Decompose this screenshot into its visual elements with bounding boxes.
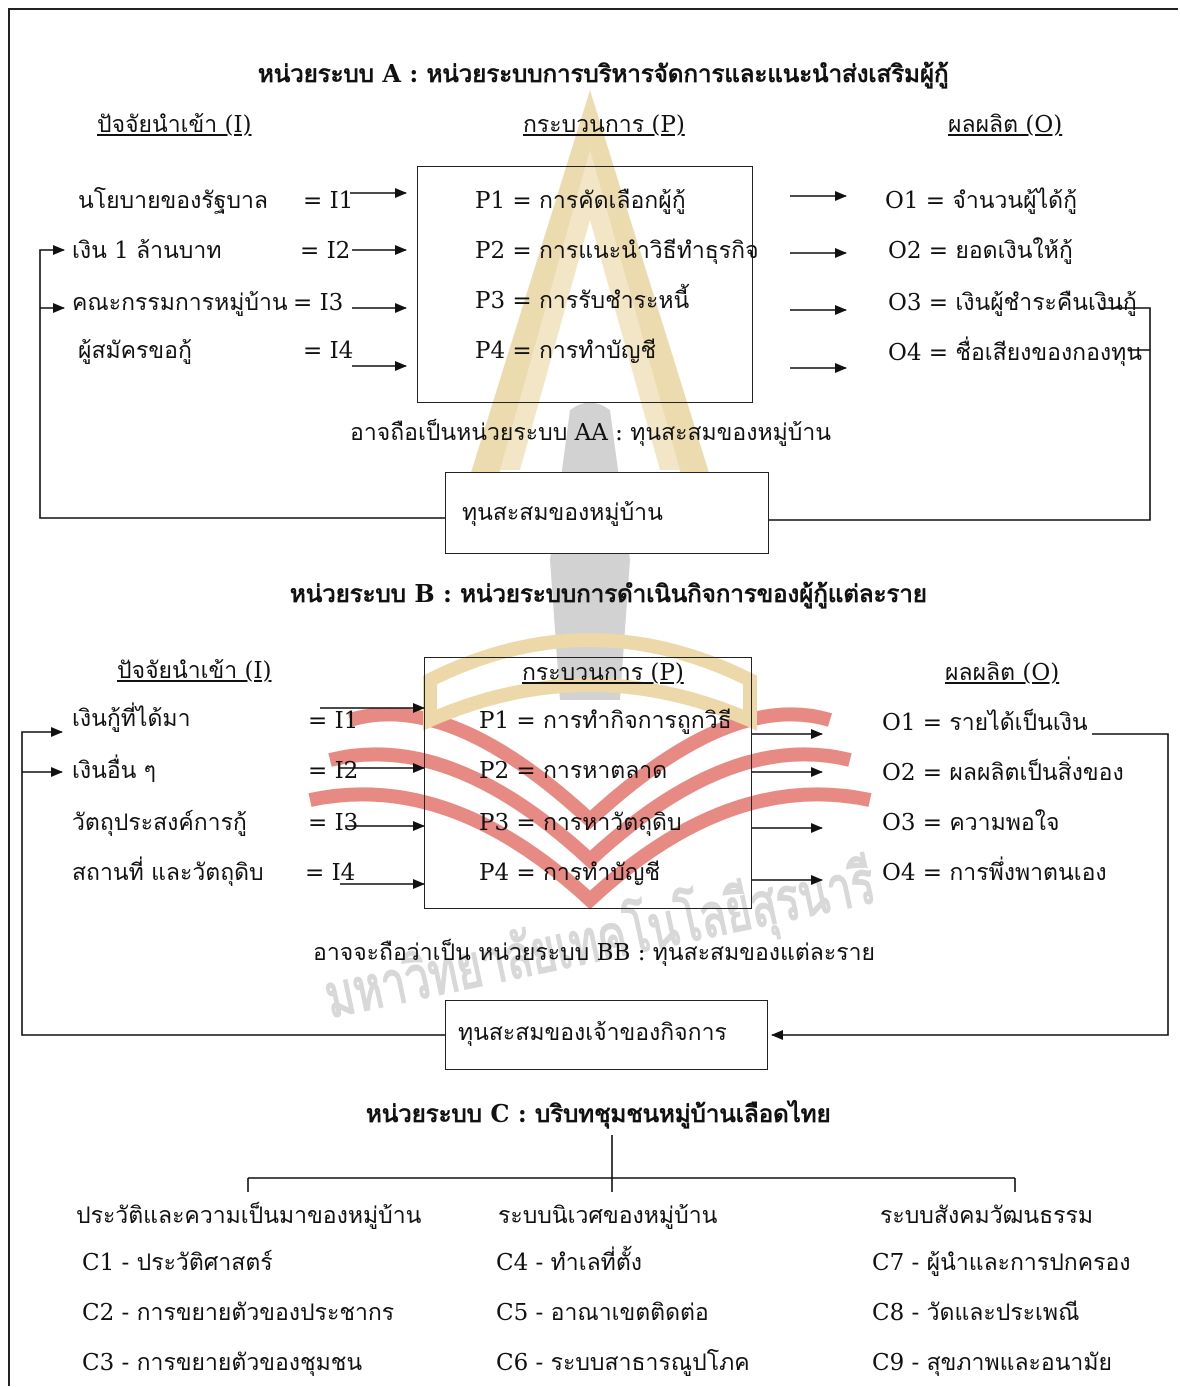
system-b-output-item: O3 = ความพอใจ xyxy=(882,810,1060,836)
system-c-item: C3 - การขยายตัวของชุมชน xyxy=(82,1350,363,1376)
system-a-input-code: = I4 xyxy=(303,338,354,364)
system-b-input-label: เงินอื่น ๆ xyxy=(72,758,157,784)
system-b-capital-label: ทุนสะสมของเจ้าของกิจการ xyxy=(458,1020,727,1046)
system-b-input-header: ปัจจัยนำเข้า (I) xyxy=(117,658,272,684)
system-a-input-label: เงิน 1 ล้านบาท xyxy=(72,238,222,264)
system-a-process-box xyxy=(417,166,753,403)
system-b-output-header: ผลผลิต (O) xyxy=(945,660,1060,686)
system-c-group-heading: ระบบนิเวศของหมู่บ้าน xyxy=(498,1203,718,1229)
system-a-input-header: ปัจจัยนำเข้า (I) xyxy=(97,112,252,138)
loop-a-left xyxy=(39,245,445,519)
system-b-input-code: = I4 xyxy=(305,860,356,886)
system-c-item: C5 - อาณาเขตติดต่อ xyxy=(496,1300,709,1326)
system-a-note: อาจถือเป็นหน่วยระบบ AA : ทุนสะสมของหมู่บ… xyxy=(350,420,832,446)
system-a-title: หน่วยระบบ A : หน่วยระบบการบริหารจัดการแล… xyxy=(258,59,949,88)
system-a-input-label: นโยบายของรัฐบาล xyxy=(78,188,268,214)
system-b-input-code: = I2 xyxy=(308,758,359,784)
system-a-output-header: ผลผลิต (O) xyxy=(948,112,1063,138)
system-b-input-code: = I3 xyxy=(308,810,359,836)
loop-a-right xyxy=(768,307,1151,521)
system-b-input-label: เงินกู้ที่ได้มา xyxy=(72,706,191,732)
system-a-process-header: กระบวนการ (P) xyxy=(523,112,685,138)
system-b-title: หน่วยระบบ B : หน่วยระบบการดำเนินกิจการขอ… xyxy=(290,579,927,608)
system-c-item: C8 - วัดและประเพณี xyxy=(872,1300,1080,1326)
system-a-input-code: = I3 xyxy=(293,290,344,316)
system-a-input-label: คณะกรรมการหมู่บ้าน xyxy=(72,290,288,316)
system-c-title: หน่วยระบบ C : บริบทชุมชนหมู่บ้านเลือดไทย xyxy=(366,1099,831,1128)
system-b-process-box xyxy=(424,657,752,909)
system-a-process-item: P1 = การคัดเลือกผู้กู้ xyxy=(475,188,686,214)
system-b-output-item: O1 = รายได้เป็นเงิน xyxy=(882,710,1088,736)
outer-frame xyxy=(8,8,1178,1386)
system-b-capital-box xyxy=(445,1000,768,1070)
system-c-group-heading: ประวัติและความเป็นมาของหมู่บ้าน xyxy=(76,1203,422,1229)
system-b-process-item: P1 = การทำกิจการถูกวิธี xyxy=(479,708,732,734)
system-a-output-item: O2 = ยอดเงินให้กู้ xyxy=(888,238,1073,264)
system-a-process-item: P3 = การรับชำระหนี้ xyxy=(475,288,690,314)
loop-b-right xyxy=(771,733,1169,1040)
system-b-note: อาจจะถือว่าเป็น หน่วยระบบ BB : ทุนสะสมขอ… xyxy=(313,940,875,966)
system-b-output-item: O4 = การพึ่งพาตนเอง xyxy=(882,860,1107,886)
system-c-item: C4 - ทำเลที่ตั้ง xyxy=(496,1250,642,1276)
system-a-input-code: = I1 xyxy=(303,188,354,214)
system-a-output-item: O4 = ชื่อเสียงของกองทุน xyxy=(888,340,1143,366)
system-c-group-heading: ระบบสังคมวัฒนธรรม xyxy=(880,1203,1094,1229)
system-a-capital-label: ทุนสะสมของหมู่บ้าน xyxy=(462,500,663,526)
system-c-item: C9 - สุขภาพและอนามัย xyxy=(872,1350,1112,1376)
system-a-process-item: P4 = การทำบัญชี xyxy=(475,338,657,364)
system-c-item: C7 - ผู้นำและการปกครอง xyxy=(872,1250,1131,1276)
loop-b-left xyxy=(21,727,445,1036)
system-b-input-label: สถานที่ และวัตถุดิบ xyxy=(72,860,264,886)
system-a-input-label: ผู้สมัครขอกู้ xyxy=(78,338,192,364)
system-a-process-item: P2 = การแนะนำวิธีทำธุรกิจ xyxy=(475,238,759,264)
system-a-output-item: O1 = จำนวนผู้ได้กู้ xyxy=(885,188,1078,214)
system-b-process-item: P2 = การหาตลาด xyxy=(479,758,668,784)
system-a-input-code: = I2 xyxy=(300,238,351,264)
system-b-process-item: P3 = การหาวัตถุดิบ xyxy=(479,810,682,836)
system-b-process-item: P4 = การทำบัญชี xyxy=(479,860,661,886)
system-c-item: C2 - การขยายตัวของประชากร xyxy=(82,1300,395,1326)
system-a-capital-box xyxy=(445,472,769,554)
system-b-input-label: วัตถุประสงค์การกู้ xyxy=(72,810,247,836)
system-a-output-item: O3 = เงินผู้ชำระคืนเงินกู้ xyxy=(888,290,1137,316)
system-b-process-header: กระบวนการ (P) xyxy=(522,660,684,686)
system-c-item: C6 - ระบบสาธารณูปโภค xyxy=(496,1350,750,1376)
system-b-input-code: = I1 xyxy=(308,708,359,734)
system-b-output-item: O2 = ผลผลิตเป็นสิ่งของ xyxy=(882,760,1124,786)
system-c-item: C1 - ประวัติศาสตร์ xyxy=(82,1250,273,1276)
